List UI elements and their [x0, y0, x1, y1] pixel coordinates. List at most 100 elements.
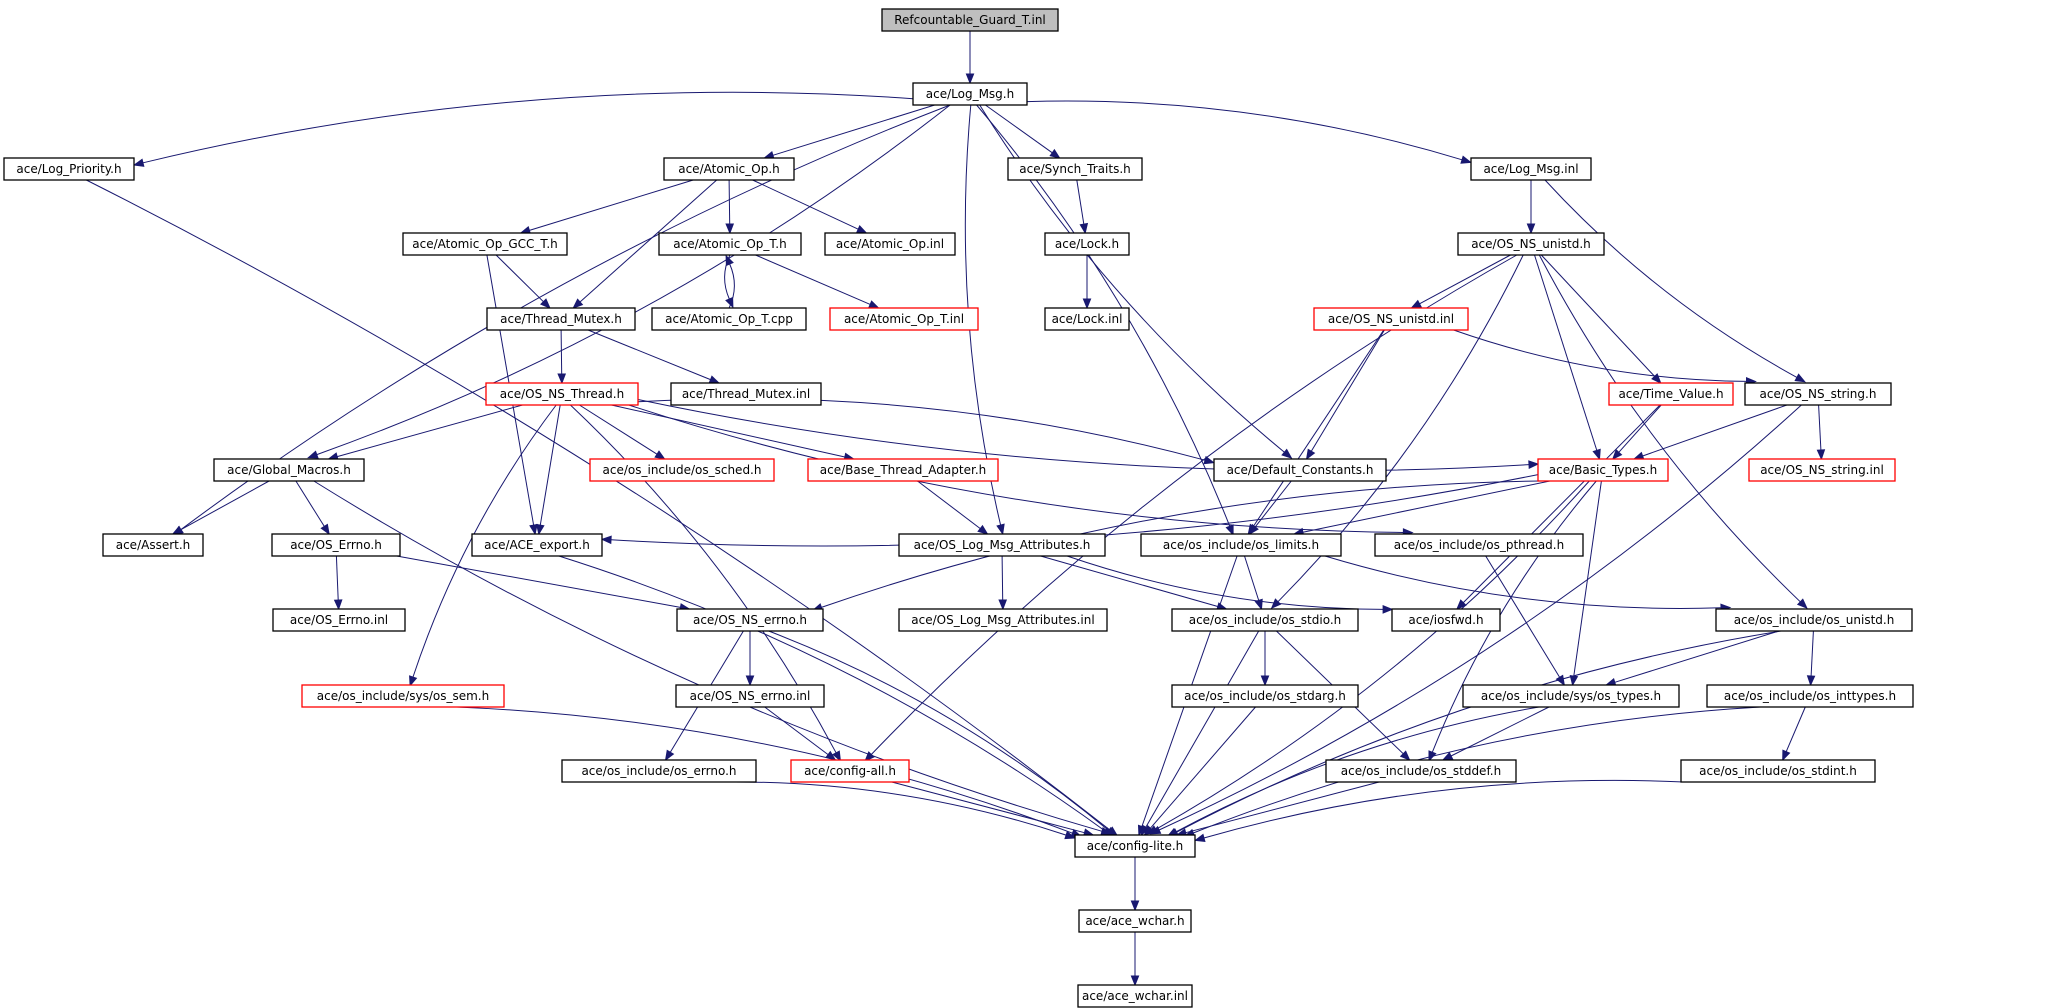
edge-os_limits_h-to-os_stdio_h — [1244, 555, 1263, 611]
node-lock-h[interactable]: ace/Lock.h — [1044, 232, 1130, 256]
node-log-priority-h[interactable]: ace/Log_Priority.h — [3, 157, 135, 181]
node-ace-wchar-inl[interactable]: ace/ace_wchar.inl — [1077, 984, 1193, 1008]
node-global-macros-h[interactable]: ace/Global_Macros.h — [213, 458, 365, 482]
edge-os_log_msg_attributes_h-to-os_log_msg_attributes_inl — [998, 555, 1008, 611]
node-thread-mutex-inl[interactable]: ace/Thread_Mutex.inl — [670, 382, 822, 406]
node-os-errno-h[interactable]: ace/OS_Errno.h — [271, 533, 401, 557]
node-iosfwd-h[interactable]: ace/iosfwd.h — [1391, 608, 1501, 632]
node-root[interactable]: Refcountable_Guard_T.inl — [881, 8, 1059, 32]
edge-os_log_msg_attributes_h-to-iosfwd_h — [1066, 555, 1394, 614]
node-box — [1171, 608, 1359, 632]
edge-os_stdarg_h-to-config_lite_h — [1143, 706, 1256, 837]
node-os-unistd-h[interactable]: ace/os_include/os_unistd.h — [1715, 608, 1913, 632]
node-box — [1213, 458, 1387, 482]
edge-os_stdint_h-to-config_lite_h — [1193, 779, 1684, 842]
node-atomic-op-t-inl[interactable]: ace/Atomic_Op_T.inl — [829, 307, 979, 331]
node-box — [1470, 157, 1592, 181]
edge-os_errno_h-to-os_errno_inl — [333, 555, 343, 611]
node-os-ns-unistd-inl[interactable]: ace/OS_NS_unistd.inl — [1313, 307, 1469, 331]
edge-os_ns_string_h-to-basic_types_h — [1632, 404, 1788, 460]
node-os-ns-errno-inl[interactable]: ace/OS_NS_errno.inl — [675, 684, 825, 708]
node-os-ns-errno-h[interactable]: ace/OS_NS_errno.h — [676, 608, 824, 632]
node-base-thread-adapter-h[interactable]: ace/Base_Thread_Adapter.h — [807, 458, 999, 482]
node-label: ace/Atomic_Op_GCC_T.h — [412, 237, 558, 251]
node-box — [898, 533, 1106, 557]
node-os-log-msg-attributes-h[interactable]: ace/OS_Log_Msg_Attributes.h — [898, 533, 1106, 557]
node-config-lite-h[interactable]: ace/config-lite.h — [1074, 834, 1196, 858]
node-box — [1044, 232, 1130, 256]
edge-basic_types_h-to-sys_os_types_h — [1569, 480, 1602, 687]
node-box — [1462, 684, 1680, 708]
node-os-ns-string-inl[interactable]: ace/OS_NS_string.inl — [1748, 458, 1896, 482]
node-log-msg-h[interactable]: ace/Log_Msg.h — [912, 82, 1028, 106]
node-label: ace/ace_wchar.h — [1085, 914, 1184, 928]
node-os-errno-os-h[interactable]: ace/os_include/os_errno.h — [561, 759, 757, 783]
node-box — [301, 684, 505, 708]
node-os-stddef-h[interactable]: ace/os_include/os_stddef.h — [1325, 759, 1517, 783]
node-atomic-op-inl[interactable]: ace/Atomic_Op.inl — [824, 232, 956, 256]
node-os-errno-inl[interactable]: ace/OS_Errno.inl — [272, 608, 406, 632]
node-config-all-h[interactable]: ace/config-all.h — [790, 759, 910, 783]
node-os-pthread-h[interactable]: ace/os_include/os_pthread.h — [1374, 533, 1584, 557]
node-os-log-msg-attributes-inl[interactable]: ace/OS_Log_Msg_Attributes.inl — [898, 608, 1108, 632]
node-atomic-op-h[interactable]: ace/Atomic_Op.h — [663, 157, 795, 181]
edge-os_errno_os_h-to-config_lite_h — [728, 781, 1076, 840]
node-label: ace/os_include/os_sched.h — [603, 463, 762, 477]
node-os-limits-h[interactable]: ace/os_include/os_limits.h — [1140, 533, 1342, 557]
node-box — [1325, 759, 1517, 783]
node-os-stdarg-h[interactable]: ace/os_include/os_stdarg.h — [1171, 684, 1359, 708]
node-label: ace/Log_Msg.inl — [1483, 162, 1578, 176]
node-log-msg-inl[interactable]: ace/Log_Msg.inl — [1470, 157, 1592, 181]
node-box — [402, 232, 568, 256]
edge-sys_os_types_h-to-os_stddef_h — [1441, 706, 1550, 761]
node-label: ace/ACE_export.h — [484, 538, 590, 552]
node-label: ace/os_include/os_stddef.h — [1341, 764, 1501, 778]
edge-os_errno_h-to-os_ns_errno_h — [396, 555, 691, 612]
node-os-stdint-h[interactable]: ace/os_include/os_stdint.h — [1680, 759, 1876, 783]
node-sys-os-types-h[interactable]: ace/os_include/sys/os_types.h — [1462, 684, 1680, 708]
node-assert-h[interactable]: ace/Assert.h — [102, 533, 204, 557]
node-os-ns-unistd-h[interactable]: ace/OS_NS_unistd.h — [1457, 232, 1605, 256]
edge-os_pthread_h-to-sys_os_types_h — [1485, 555, 1565, 687]
node-default-constants-h[interactable]: ace/Default_Constants.h — [1213, 458, 1387, 482]
node-label: ace/Log_Priority.h — [16, 162, 121, 176]
edge-atomic_op_h-to-atomic_op_t_h — [725, 179, 735, 235]
edge-atomic_op_t_cpp-to-atomic_op_t_h — [725, 254, 735, 309]
node-atomic-op-t-cpp[interactable]: ace/Atomic_Op_T.cpp — [651, 307, 807, 331]
node-basic-types-h[interactable]: ace/Basic_Types.h — [1537, 458, 1669, 482]
node-label: ace/OS_NS_unistd.inl — [1328, 312, 1454, 326]
node-atomic-op-t-h[interactable]: ace/Atomic_Op_T.h — [658, 232, 802, 256]
node-ace-wchar-h[interactable]: ace/ace_wchar.h — [1078, 909, 1192, 933]
node-label: ace/OS_NS_errno.h — [693, 613, 807, 627]
node-label: ace/Synch_Traits.h — [1019, 162, 1130, 176]
node-os-ns-thread-h[interactable]: ace/OS_NS_Thread.h — [485, 382, 639, 406]
edge-basic_types_h-to-os_limits_h — [1292, 480, 1551, 537]
node-label: ace/Lock.h — [1055, 237, 1119, 251]
node-label: ace/OS_Errno.inl — [290, 613, 388, 627]
node-time-value-h[interactable]: ace/Time_Value.h — [1608, 382, 1734, 406]
node-label: ace/Atomic_Op_T.cpp — [665, 312, 793, 326]
node-label: ace/os_include/os_pthread.h — [1394, 538, 1564, 552]
edge-os_ns_unistd_h-to-time_value_h — [1540, 254, 1662, 384]
edge-root-to-log_msg_h — [965, 31, 975, 85]
node-label: ace/os_include/os_unistd.h — [1734, 613, 1895, 627]
node-os-inttypes-h[interactable]: ace/os_include/os_inttypes.h — [1706, 684, 1914, 708]
node-atomic-op-gcc-t-h[interactable]: ace/Atomic_Op_GCC_T.h — [402, 232, 568, 256]
edge-os_ns_errno_h-to-config_lite_h — [768, 630, 1117, 838]
edge-os_inttypes_h-to-os_stdint_h — [1782, 706, 1806, 762]
edge-os_ns_thread_h-to-global_macros_h — [327, 404, 523, 461]
node-synch-traits-h[interactable]: ace/Synch_Traits.h — [1007, 157, 1143, 181]
node-os-ns-string-h[interactable]: ace/OS_NS_string.h — [1744, 382, 1892, 406]
node-box — [485, 382, 639, 406]
node-lock-inl[interactable]: ace/Lock.inl — [1044, 307, 1130, 331]
node-os-sched-h[interactable]: ace/os_include/os_sched.h — [589, 458, 775, 482]
node-ace-export-h[interactable]: ace/ACE_export.h — [471, 533, 603, 557]
node-box — [1374, 533, 1584, 557]
node-thread-mutex-h[interactable]: ace/Thread_Mutex.h — [486, 307, 636, 331]
node-box — [271, 533, 401, 557]
node-sys-os-sem-h[interactable]: ace/os_include/sys/os_sem.h — [301, 684, 505, 708]
node-box — [1744, 382, 1892, 406]
node-os-stdio-h[interactable]: ace/os_include/os_stdio.h — [1171, 608, 1359, 632]
node-box — [486, 307, 636, 331]
